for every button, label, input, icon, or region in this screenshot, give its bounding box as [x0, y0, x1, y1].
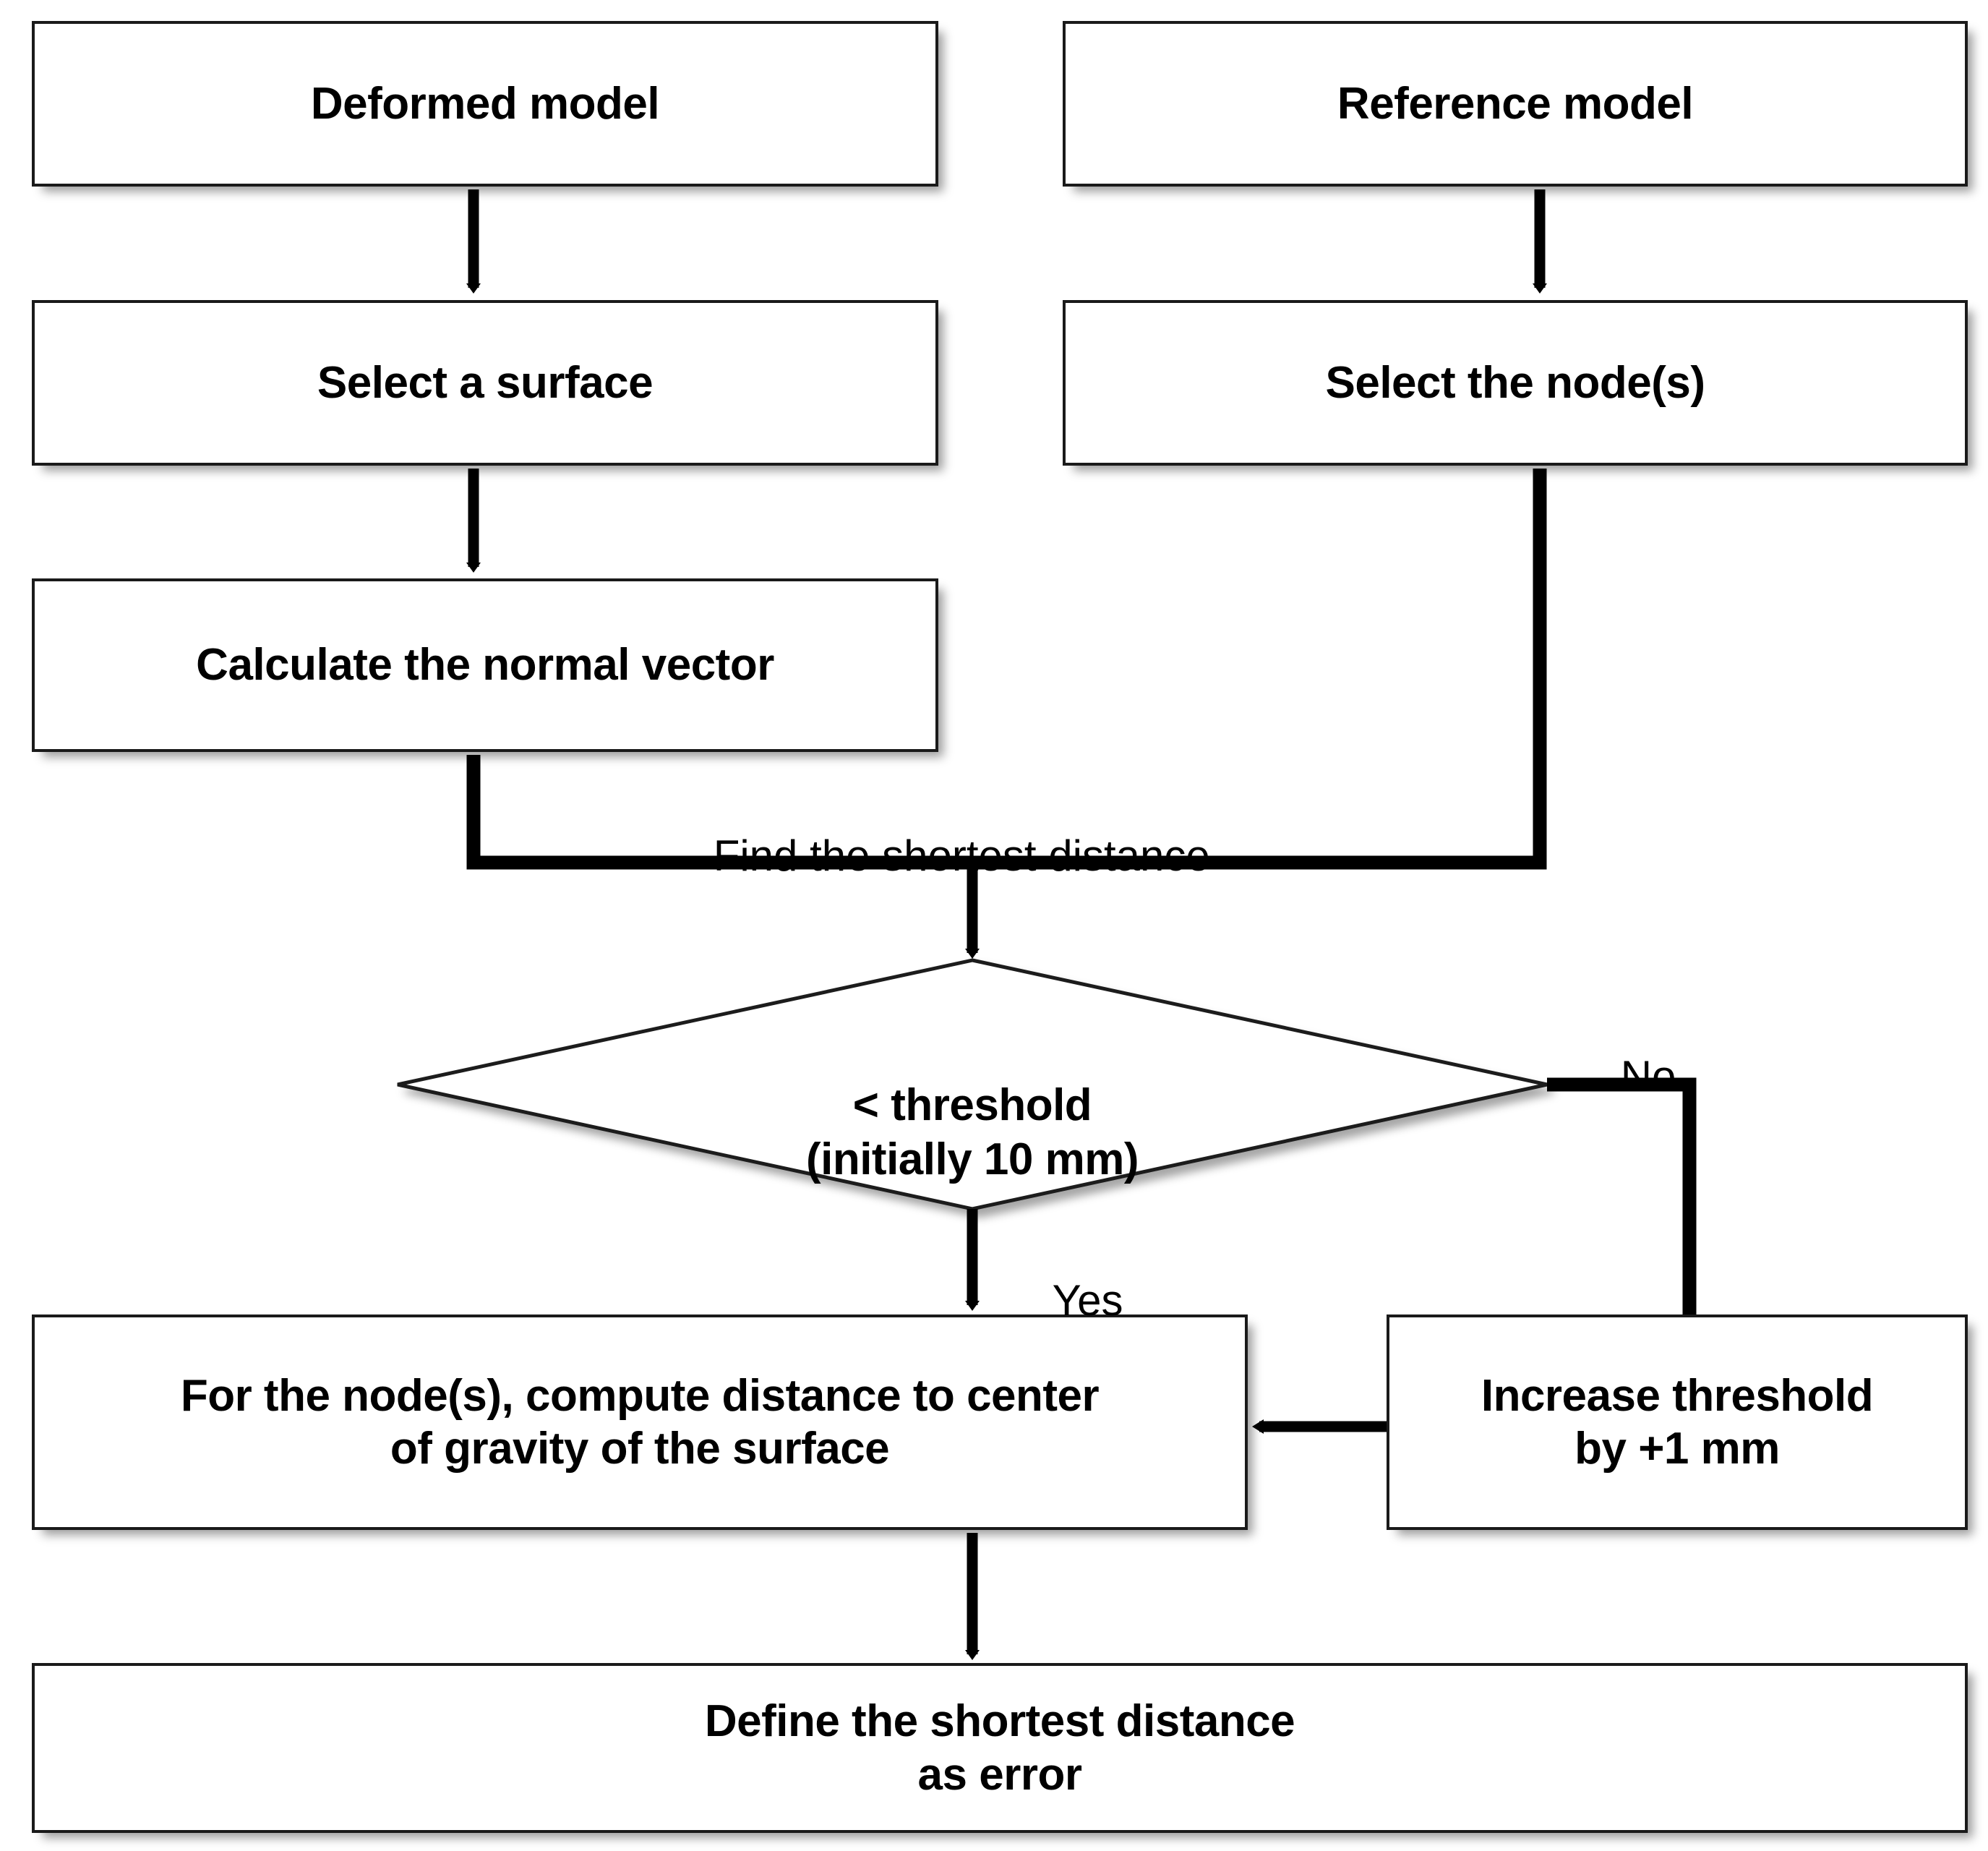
edge-decision-no-to-increase — [1547, 1077, 1697, 1314]
node-calculate-the-normal-vector[interactable]: Calculate the normal vector — [32, 578, 938, 752]
edge-select-nodes-to-junction — [972, 469, 1547, 870]
edge-normal-vector-to-junction — [466, 755, 972, 870]
node-label-define-shortest-distance-as-error: Define the shortest distance as error — [704, 1696, 1295, 1800]
node-label-select-the-nodes: Select the node(s) — [1325, 357, 1706, 408]
edge-label-no: No — [1620, 1052, 1676, 1100]
node-label-deformed-model: Deformed model — [310, 78, 660, 129]
node-label-threshold-decision: < threshold (initially 10 mm) — [805, 1080, 1139, 1184]
node-define-shortest-distance-as-error[interactable]: Define the shortest distance as error — [32, 1663, 1968, 1833]
node-threshold-decision[interactable]: < threshold (initially 10 mm) — [611, 1025, 1334, 1187]
node-deformed-model[interactable]: Deformed model — [32, 21, 938, 187]
node-compute-distance-center-of-gravity[interactable]: For the node(s), compute distance to cen… — [32, 1314, 1248, 1530]
node-label-calculate-the-normal-vector: Calculate the normal vector — [196, 640, 774, 691]
node-label-select-a-surface: Select a surface — [317, 357, 654, 408]
node-label-increase-threshold: Increase threshold by +1 mm — [1481, 1370, 1874, 1474]
node-reference-model[interactable]: Reference model — [1063, 21, 1968, 187]
node-label-reference-model: Reference model — [1337, 78, 1694, 129]
node-increase-threshold[interactable]: Increase threshold by +1 mm — [1387, 1314, 1968, 1530]
edge-label-find-the-shortest-distance: Find the shortest distance — [713, 832, 1210, 880]
node-select-a-surface[interactable]: Select a surface — [32, 300, 938, 466]
edge-label-yes: Yes — [1052, 1276, 1123, 1325]
node-label-compute-distance-center-of-gravity: For the node(s), compute distance to cen… — [180, 1370, 1100, 1474]
node-select-the-nodes[interactable]: Select the node(s) — [1063, 300, 1968, 466]
